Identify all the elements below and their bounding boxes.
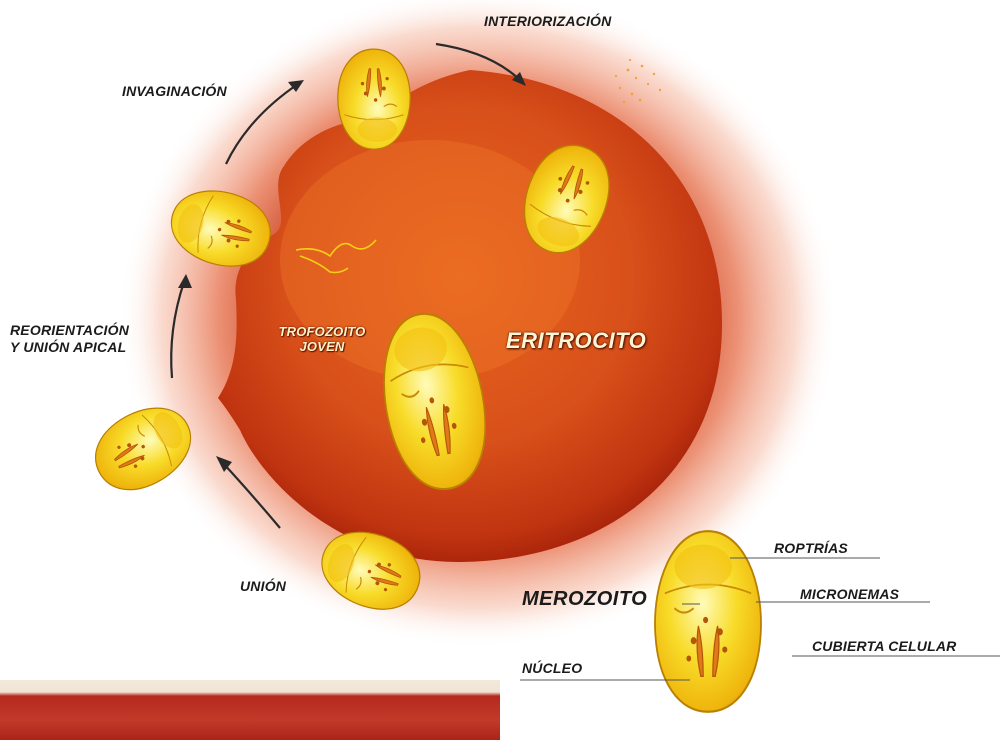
label-trofozoito-line1: TROFOZOITO: [260, 324, 384, 339]
label-nucleo: NÚCLEO: [522, 660, 582, 676]
label-trofozoito-line2: JOVEN: [260, 339, 384, 354]
label-trofozoito: TROFOZOITO JOVEN: [260, 324, 384, 354]
label-eritrocito: ERITROCITO: [506, 328, 646, 354]
merozoite-invagination: [338, 49, 410, 149]
label-interiorizacion: INTERIORIZACIÓN: [484, 13, 611, 29]
label-union: UNIÓN: [240, 578, 286, 594]
micrograph-strip: [0, 680, 500, 740]
label-reorientacion: REORIENTACIÓN Y UNIÓN APICAL: [10, 322, 129, 356]
label-reorientacion-line1: REORIENTACIÓN: [10, 322, 129, 339]
label-merozoito: MEROZOITO: [522, 588, 647, 611]
label-micronemas: MICRONEMAS: [800, 586, 899, 602]
label-cubierta-celular: CUBIERTA CELULAR: [812, 638, 957, 654]
label-reorientacion-line2: Y UNIÓN APICAL: [10, 339, 129, 356]
label-invaginacion: INVAGINACIÓN: [122, 83, 227, 99]
label-roptrias: ROPTRÍAS: [774, 540, 848, 556]
